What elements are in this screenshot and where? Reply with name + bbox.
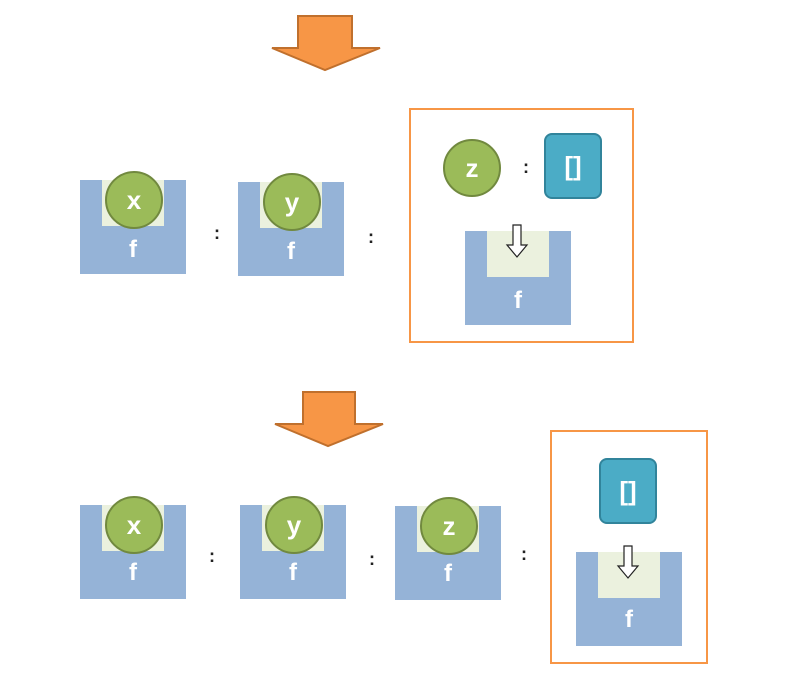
down-arrow-icon — [274, 391, 384, 448]
cons-separator: : — [214, 223, 220, 243]
pending-frame — [550, 430, 708, 664]
function-label: f — [287, 238, 295, 265]
function-label: f — [514, 287, 522, 314]
cons-separator: : — [209, 546, 215, 566]
empty-list-box: [] — [599, 458, 657, 524]
function-label: f — [129, 559, 137, 586]
variable-ball-y: y — [263, 173, 321, 231]
function-label: f — [289, 559, 297, 586]
variable-ball-z: z — [443, 139, 501, 197]
variable-ball-y: y — [265, 496, 323, 554]
white-down-arrow-icon — [505, 224, 529, 258]
variable-ball-z: z — [420, 497, 478, 555]
function-box-pending: f — [576, 552, 682, 646]
variable-ball-x: x — [105, 171, 163, 229]
pending-frame — [409, 108, 634, 343]
cons-separator: : — [523, 157, 529, 177]
cons-separator: : — [521, 544, 527, 564]
function-label: f — [444, 560, 452, 587]
cons-separator: : — [369, 549, 375, 569]
cons-separator: : — [368, 227, 374, 247]
function-label: f — [129, 236, 137, 263]
empty-list-box: [] — [544, 133, 602, 199]
down-arrow-icon — [271, 15, 381, 72]
white-down-arrow-icon — [616, 545, 640, 579]
variable-ball-x: x — [105, 496, 163, 554]
function-label: f — [625, 606, 633, 633]
